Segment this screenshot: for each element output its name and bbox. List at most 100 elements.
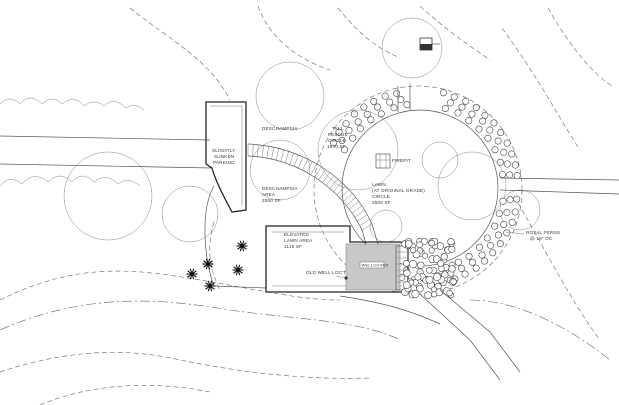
shrub — [377, 110, 385, 118]
boulder — [404, 240, 413, 248]
canopy-tree-8 — [249, 139, 311, 201]
shrub — [338, 137, 346, 145]
path-step-tick — [284, 151, 289, 164]
shrub — [506, 196, 514, 204]
path-step-tick — [325, 175, 335, 186]
shrub — [490, 119, 498, 127]
shrub — [508, 218, 516, 226]
shrub — [506, 171, 514, 179]
shrub — [356, 125, 364, 133]
path-step-tick — [280, 149, 284, 162]
drive-right-top — [499, 177, 619, 181]
canopy-tree-6 — [421, 141, 459, 179]
shrub — [472, 104, 480, 112]
plan-labels: DESCHAMPSIA DESCHAMPSIA AREA 2000 SF TAL… — [262, 126, 560, 241]
shrub — [462, 97, 470, 105]
shrub — [513, 195, 521, 203]
path-step-tick — [329, 178, 338, 189]
shrub — [489, 249, 497, 257]
shrub — [481, 257, 489, 265]
contour-right-2 — [547, 7, 613, 87]
boulder — [440, 253, 448, 261]
label-deschampsia-top: DESCHAMPSIA — [262, 126, 298, 131]
contour-top-mid — [337, 7, 401, 59]
shrub — [465, 252, 473, 260]
lower-path-edge-2 — [439, 289, 521, 373]
boulder — [422, 252, 429, 259]
path-edge-outer — [247, 143, 379, 245]
path-step-tick — [336, 185, 346, 196]
shrub — [496, 158, 504, 166]
label-lawn-3: CIRCLE — [372, 194, 390, 199]
boulder — [425, 275, 434, 284]
label-lawn-1: LAWN — [372, 182, 386, 187]
parking-outline — [205, 101, 247, 213]
boulder — [411, 290, 420, 299]
boulder — [408, 260, 418, 269]
royal-ferns — [186, 240, 248, 292]
shrub — [475, 125, 483, 133]
label-wellcover: WELLCOVER — [362, 263, 389, 268]
label-deschampsia-area-2: AREA — [262, 192, 276, 197]
shrub — [491, 222, 499, 230]
wellcover: WELLCOVER OLD WELL LOC'T — [306, 243, 409, 291]
canopy-tree-4 — [317, 109, 399, 191]
path-step-tick — [266, 146, 269, 159]
contour-left-edge — [209, 221, 221, 291]
shrub — [345, 126, 353, 134]
fern-icon — [232, 264, 244, 276]
path-step-tick — [314, 166, 322, 178]
path-step-tick — [333, 182, 342, 192]
legend-fill — [420, 44, 432, 50]
lower-bank-edge — [204, 185, 267, 289]
path-step-tick — [262, 145, 264, 158]
path-step-tick — [298, 156, 304, 169]
shrub — [503, 139, 511, 147]
label-lawn-2: (AT ORIGINAL GRADE) — [372, 188, 425, 193]
shrub — [508, 150, 516, 158]
canopy-tree-5 — [437, 151, 507, 221]
path-step-tick — [257, 144, 259, 157]
shrub — [496, 240, 504, 248]
shrub — [486, 126, 494, 134]
shrub — [450, 93, 458, 101]
boulder-cluster — [401, 237, 457, 299]
boulder — [414, 273, 422, 281]
stepping-path — [247, 143, 379, 245]
shrub — [363, 110, 371, 118]
canopy-tree-1 — [63, 151, 153, 241]
boulder — [426, 267, 433, 274]
shrub — [494, 137, 502, 145]
label-deschampsia-area-3: 2000 SF — [262, 198, 281, 203]
fern-center — [240, 244, 244, 248]
shrub — [439, 89, 447, 97]
boulder — [402, 281, 411, 289]
shrub — [330, 139, 338, 147]
wellcover-step-lines — [396, 251, 408, 283]
path-step-tick — [310, 163, 318, 175]
fern-icon — [236, 240, 248, 252]
shrub — [454, 258, 462, 266]
shrub — [494, 231, 502, 239]
canopy-left-bottom — [0, 175, 141, 187]
contour-right-1 — [501, 27, 581, 151]
driveway — [0, 135, 619, 195]
boulder — [446, 290, 453, 297]
contour-bottom-4 — [39, 385, 211, 405]
path-step-ticks — [247, 144, 373, 231]
boulder — [450, 278, 457, 285]
boulder — [403, 259, 410, 267]
contour-top-left-2 — [257, 5, 331, 71]
drive-top-edge — [0, 135, 211, 141]
shrub — [503, 160, 511, 168]
shrub — [373, 103, 381, 111]
path-step-tick — [354, 209, 365, 218]
shrub — [354, 118, 362, 126]
shrub — [491, 146, 499, 154]
path-step-tick — [343, 193, 353, 203]
shrub — [370, 97, 378, 105]
path-step-tick — [322, 172, 330, 183]
shrub — [479, 117, 487, 125]
contour-top-right — [419, 5, 491, 61]
